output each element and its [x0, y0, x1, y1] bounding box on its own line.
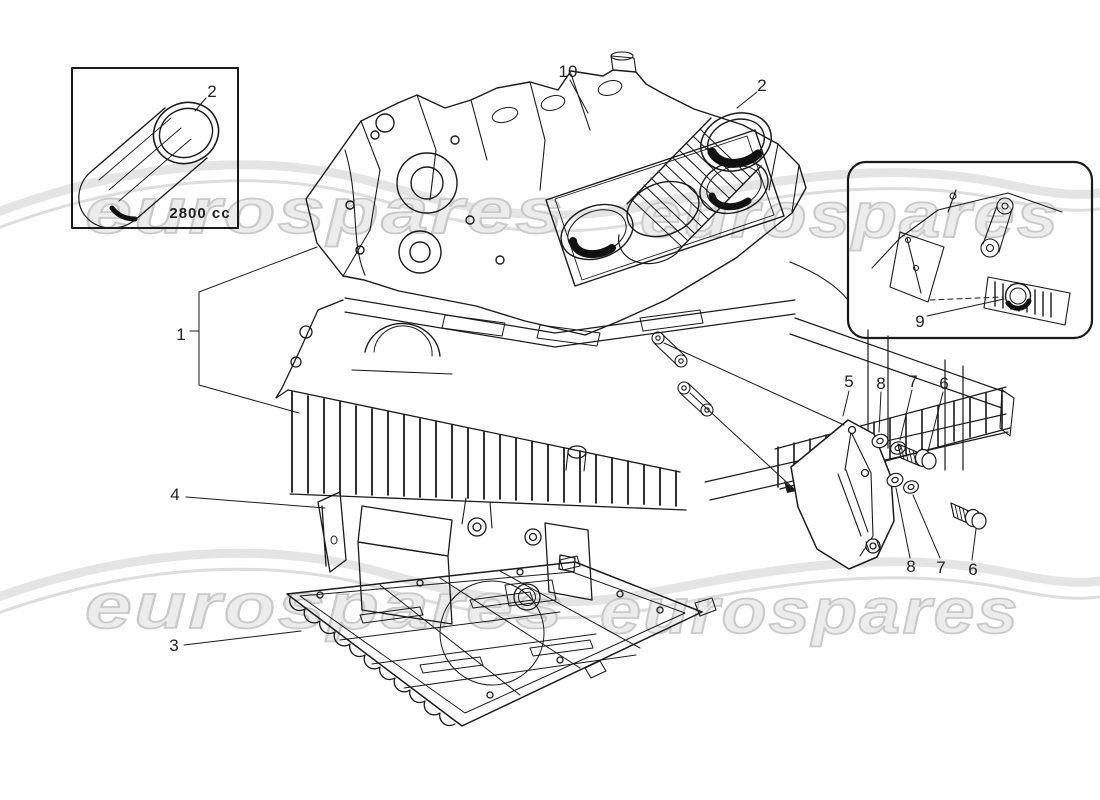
callout-6-upper: 6 — [939, 374, 948, 393]
liner-inset-box: 2 2800 cc — [71, 67, 239, 229]
displacement-label: 2800 cc — [169, 205, 230, 222]
bolt-lower — [950, 502, 987, 530]
inset-detail-art — [871, 189, 1071, 326]
washers — [871, 433, 919, 494]
cylinder-block-drawing — [305, 51, 849, 336]
callout-line-4 — [185, 496, 326, 509]
crankcase-drawing — [275, 297, 1015, 546]
callout-5: 5 — [844, 372, 853, 391]
cooling-fins-left — [291, 391, 677, 507]
callout-2-inset: 2 — [207, 82, 216, 101]
timing-cover-opening — [396, 152, 458, 214]
callout-leader-lines — [183, 79, 977, 646]
watermark-text: eurospares — [85, 175, 565, 247]
sump-ribs — [339, 570, 641, 696]
callout-line-1 — [189, 246, 318, 414]
callout-line-liner-inset — [194, 97, 207, 112]
swoosh-curve-thin — [0, 567, 1100, 620]
callout-line-5 — [842, 390, 850, 417]
callout-10: 10 — [559, 62, 578, 81]
callout-line-7a — [899, 389, 913, 441]
leader-arrowhead — [784, 481, 796, 493]
callout-4: 4 — [170, 485, 179, 504]
swoosh-curve-thin — [0, 179, 1100, 233]
callout-9: 9 — [915, 312, 924, 331]
watermark-text: eurospares — [640, 179, 1060, 251]
diagram-line-art: 2 2800 cc 9 — [71, 51, 1094, 727]
cylinder-bores — [560, 159, 769, 261]
swoosh-curve — [0, 548, 1100, 607]
callout-7-upper: 7 — [908, 372, 917, 391]
bolts — [897, 443, 987, 530]
callout-line-6a — [927, 391, 944, 452]
callout-3: 3 — [169, 636, 178, 655]
mount-bracket-drawing — [790, 419, 987, 570]
inset-rounded-border — [846, 160, 1094, 340]
deck-gasket-face — [545, 129, 785, 287]
mount-boss-links — [651, 331, 714, 417]
callout-1: 1 — [176, 325, 185, 344]
callout-8-upper: 8 — [876, 374, 885, 393]
cylinder-liner-drawing — [618, 112, 772, 265]
inset-pointer-curve — [789, 261, 849, 301]
detail-inset-box: 9 — [846, 160, 1094, 340]
callout-numbers: 1 2 3 4 5 6 6 7 7 8 8 10 — [169, 62, 977, 655]
callout-6-lower: 6 — [968, 560, 977, 579]
callout-line-8b — [895, 487, 911, 559]
callout-line-9 — [926, 298, 1005, 317]
callout-line-8a — [878, 391, 882, 433]
inset-border — [71, 67, 239, 229]
callout-line-10 — [569, 79, 589, 114]
callout-line-7b — [912, 494, 941, 559]
callout-line-6b — [971, 528, 977, 561]
sump-pickup-circle — [439, 580, 545, 686]
watermark-band-top: eurospares eurospares — [0, 160, 1100, 252]
callout-8-lower: 8 — [906, 557, 915, 576]
callout-line-3 — [183, 630, 302, 646]
watermark-text: eurospares — [600, 575, 1020, 647]
swoosh-curve — [0, 160, 1100, 220]
oil-sump-drawing — [286, 555, 717, 727]
sump-scalloped-edge — [289, 597, 456, 727]
baffle-plates-drawing — [317, 491, 593, 625]
inset-liner-art — [78, 101, 220, 229]
callout-line-2 — [736, 91, 758, 109]
watermark-band-bottom: eurospares eurospares — [0, 548, 1100, 648]
bracket-position-line-1 — [663, 342, 845, 426]
bracket-position-line-2 — [689, 392, 795, 490]
callout-7-lower: 7 — [936, 558, 945, 577]
bolt-upper — [897, 443, 937, 470]
callout-2: 2 — [757, 76, 766, 95]
block-outline — [305, 69, 807, 336]
